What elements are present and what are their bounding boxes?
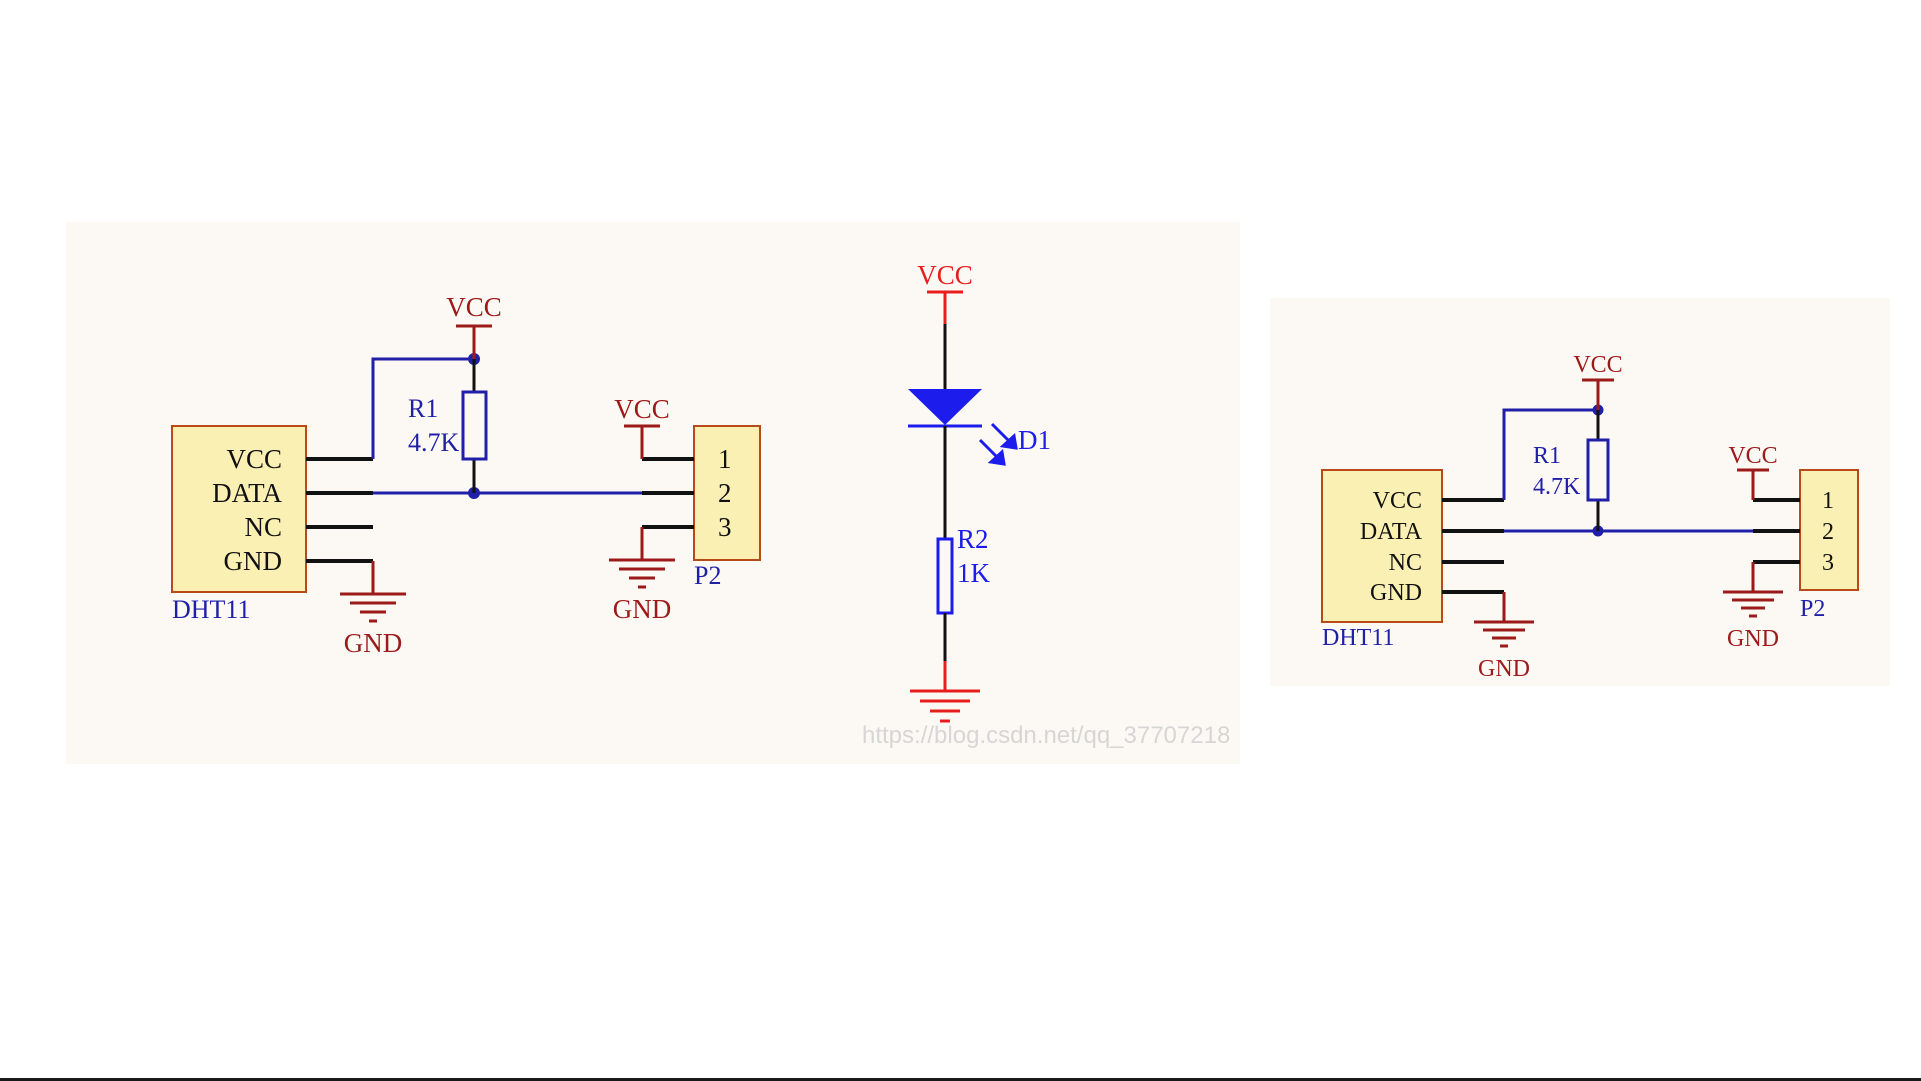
dht11-ref-label: DHT11 — [1322, 625, 1394, 651]
dht11-pin-vcc-label: VCC — [226, 444, 282, 474]
dht11-pin-data-label: DATA — [212, 478, 282, 508]
connector-vcc-label: VCC — [614, 394, 670, 424]
connector-gnd-label: GND — [613, 594, 672, 624]
vcc-power-label: VCC — [446, 292, 502, 322]
dht11-pin-nc-label: NC — [1389, 550, 1422, 576]
dht11-pin-vcc-label: VCC — [1373, 488, 1422, 514]
led-d1-ref: D1 — [1018, 425, 1051, 455]
dht11-ref-label: DHT11 — [172, 595, 250, 624]
resistor-r1-ref: R1 — [408, 394, 438, 423]
resistor-r2-ref: R2 — [957, 524, 989, 554]
connector-p2-ref: P2 — [1800, 596, 1825, 622]
connector-pin-2: 2 — [1822, 519, 1834, 545]
connector-pin-3: 3 — [1822, 550, 1834, 576]
dht11-pin-gnd-label: GND — [224, 546, 283, 576]
dht11-pin-gnd-label: GND — [1370, 580, 1422, 606]
dht11-pin-nc-label: NC — [244, 512, 282, 542]
resistor-r2-value: 1K — [957, 558, 991, 588]
dht11-pin-data-label: DATA — [1360, 519, 1423, 545]
connector-p2-ref: P2 — [694, 561, 721, 590]
connector-pin-3: 3 — [718, 512, 732, 542]
connector-pin-1: 1 — [1822, 488, 1834, 514]
vcc-power-label: VCC — [1573, 352, 1622, 378]
connector-gnd-label: GND — [1727, 626, 1779, 652]
resistor-r1-value: 4.7K — [408, 428, 460, 457]
connector-pin-1: 1 — [718, 444, 732, 474]
connector-pin-2: 2 — [718, 478, 732, 508]
sensor-gnd-label: GND — [1478, 656, 1530, 682]
resistor-r1-ref: R1 — [1533, 443, 1561, 469]
connector-vcc-label: VCC — [1728, 443, 1777, 469]
watermark-text: https://blog.csdn.net/qq_37707218 — [862, 722, 1230, 749]
resistor-r1-value: 4.7K — [1533, 474, 1581, 500]
sensor-gnd-label: GND — [344, 628, 403, 658]
led-vcc-label: VCC — [917, 260, 973, 290]
